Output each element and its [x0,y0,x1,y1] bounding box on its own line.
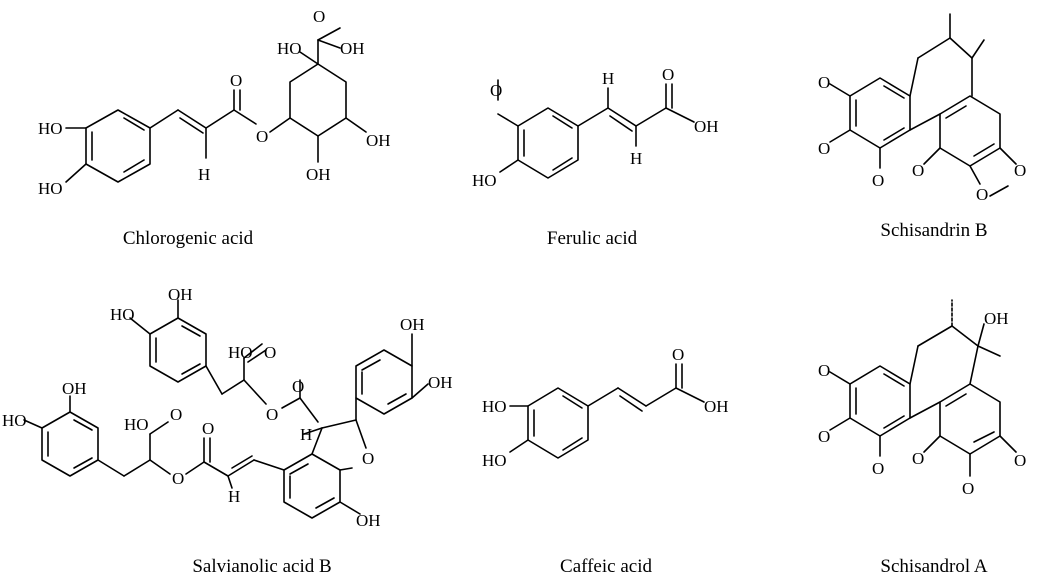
atom-label: OH [984,309,1009,328]
atom-label: O [912,449,924,468]
atom-label: O [818,361,830,380]
atom-label: H [198,165,210,184]
atom-label: O [818,73,830,92]
atom-label: OH [168,285,193,304]
atom-label: O [912,161,924,180]
structure-salvianolic-acid-b [23,299,429,519]
atom-label: HO [2,411,27,430]
atom-label: HO [277,39,302,58]
atom-label: OH [62,379,87,398]
atom-label: H [228,487,240,506]
atom-label: HO [38,119,63,138]
caption-salvianolic-acid-b: Salvianolic acid B [192,556,332,577]
atom-label: H [602,69,614,88]
atom-label: O [230,71,242,90]
atom-label: O [264,343,276,362]
atom-label: OH [400,315,425,334]
atom-label: OH [428,373,453,392]
atom-label: OH [366,131,391,150]
atom-label: HO [472,171,497,190]
atom-label: HO [482,451,507,470]
atom-label: H [300,425,312,444]
atom-label: O [292,377,304,396]
atom-label: OH [694,117,719,136]
atom-label: O [256,127,268,146]
atom-label: HO [228,343,253,362]
caption-ferulic-acid: Ferulic acid [546,228,638,249]
atom-label: HO [38,179,63,198]
structure-chlorogenic-acid [65,27,367,183]
atom-label: OH [306,165,331,184]
caption-chlorogenic-acid: Chlorogenic acid [122,228,254,249]
atom-label: O [976,185,988,204]
atom-label: OH [340,39,365,58]
atom-label: O [672,345,684,364]
structure-caffeic-acid [509,363,705,459]
atom-label: O [266,405,278,424]
structure-schisandrin-b [829,13,1017,197]
atom-label: H [630,149,642,168]
atom-label: HO [110,305,135,324]
caption-schisandrin-b: Schisandrin B [880,220,988,241]
atom-label: HO [482,397,507,416]
atom-label: O [1014,451,1026,470]
atom-label: O [662,65,674,84]
caption-schisandrol-a: Schisandrol A [880,556,988,577]
atom-label: O [818,427,830,446]
atom-label: O [362,449,374,468]
caption-caffeic-acid: Caffeic acid [560,556,652,577]
atom-label: OH [704,397,729,416]
atom-label: O [170,405,182,424]
atom-label: O [313,7,325,26]
structure-schisandrol-a [829,299,1017,477]
atom-label: O [202,419,214,438]
atom-label: HO [124,415,149,434]
structure-ferulic-acid [497,79,695,179]
atom-label: O [962,479,974,498]
atom-label: O [818,139,830,158]
atom-label: O [490,81,502,100]
atom-label: O [1014,161,1026,180]
atom-label: O [872,171,884,190]
atom-label: OH [356,511,381,530]
atom-label: O [172,469,184,488]
atom-label: O [872,459,884,478]
